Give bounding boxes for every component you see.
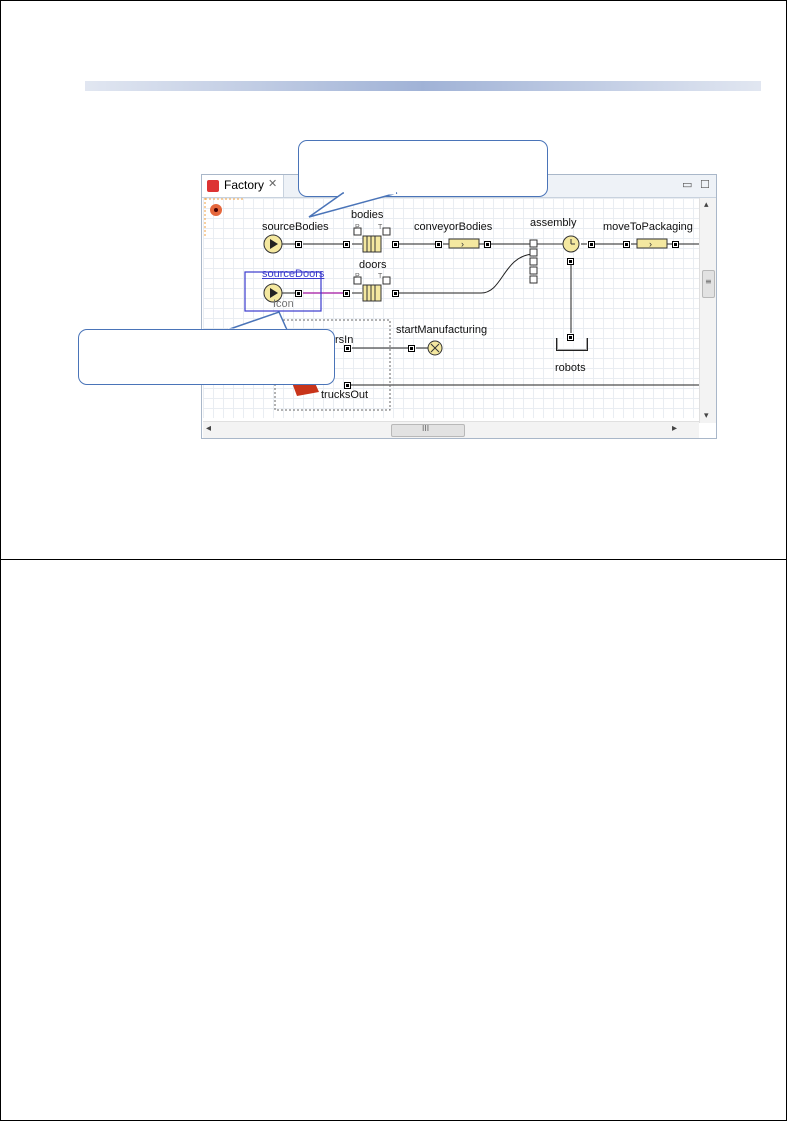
slide-top: Factory ✕ ▭ ☐	[0, 0, 787, 560]
vertical-scroll-thumb[interactable]: ≡	[702, 270, 715, 298]
port[interactable]	[392, 241, 399, 248]
header-gradient-bar	[85, 81, 761, 91]
queue-bodies[interactable]	[353, 227, 391, 253]
source-sourcebodies[interactable]	[263, 234, 283, 254]
port[interactable]	[295, 290, 302, 297]
port[interactable]	[344, 345, 351, 352]
callout-left	[78, 329, 335, 385]
label-robots: robots	[555, 362, 586, 374]
port[interactable]	[392, 290, 399, 297]
label-icon: Icon	[273, 298, 294, 310]
minimize-icon[interactable]: ▭	[682, 178, 693, 191]
editor-window: Factory ✕ ▭ ☐	[201, 174, 717, 439]
resource-robots[interactable]	[556, 338, 588, 351]
port[interactable]	[435, 241, 442, 248]
port[interactable]	[344, 382, 351, 389]
conveyor-conveyorbodies[interactable]: ›	[448, 238, 480, 249]
port[interactable]	[588, 241, 595, 248]
close-icon[interactable]: ✕	[268, 177, 278, 190]
model-canvas[interactable]: › ›	[203, 198, 699, 418]
maximize-icon[interactable]: ☐	[700, 178, 710, 191]
flowchart-svg: › ›	[204, 198, 699, 411]
scroll-right-icon[interactable]: ▸	[671, 423, 677, 434]
port[interactable]	[567, 258, 574, 265]
port[interactable]	[343, 290, 350, 297]
selection-box	[244, 271, 322, 312]
label-port-p: P	[355, 224, 360, 231]
label-conveyorbodies: conveyorBodies	[414, 221, 493, 233]
port[interactable]	[484, 241, 491, 248]
horizontal-scrollbar[interactable]: ◂ III ▸	[203, 421, 699, 438]
slide-bottom	[0, 560, 787, 1121]
label-bodies: bodies	[351, 209, 384, 221]
scroll-down-icon[interactable]: ▾	[704, 411, 709, 421]
label-port-p-doors: P	[355, 273, 360, 280]
sink-startmanufacturing[interactable]	[427, 340, 443, 356]
label-doors: doors	[359, 259, 387, 271]
label-port-t-doors: T	[378, 273, 383, 280]
connectors	[278, 243, 699, 386]
source-sourcedoors[interactable]	[263, 283, 283, 303]
label-assembly: assembly	[530, 217, 577, 229]
vertical-scrollbar[interactable]: ▴ ≡ ▾	[699, 198, 716, 423]
label-sourcebodies: sourceBodies	[262, 221, 329, 233]
conveyor-movetopackaging[interactable]: ›	[636, 238, 668, 249]
svg-text:›: ›	[461, 239, 464, 249]
port[interactable]	[567, 334, 574, 341]
scroll-left-icon[interactable]: ◂	[206, 423, 212, 434]
port[interactable]	[623, 241, 630, 248]
callout-top	[298, 140, 548, 197]
scroll-up-icon[interactable]: ▴	[704, 200, 709, 210]
anylogic-model-icon	[207, 180, 219, 192]
label-startmanufacturing: startManufacturing	[396, 324, 488, 336]
port[interactable]	[343, 241, 350, 248]
horizontal-scroll-thumb[interactable]: III	[391, 424, 465, 437]
port[interactable]	[295, 241, 302, 248]
tab-factory[interactable]: Factory ✕	[202, 175, 284, 197]
label-movetopackaging: moveToPackaging	[603, 221, 693, 233]
queue-doors[interactable]	[353, 276, 391, 302]
port[interactable]	[672, 241, 679, 248]
label-sourcedoors: sourceDoors	[262, 268, 325, 280]
scroll-grip-icon: ≡	[705, 277, 712, 286]
assembler-assembly[interactable]	[529, 235, 580, 284]
tab-label: Factory	[224, 178, 265, 192]
scroll-grip-icon: III	[422, 424, 430, 433]
port[interactable]	[408, 345, 415, 352]
label-trucksout: trucksOut	[321, 389, 369, 401]
svg-text:›: ›	[649, 239, 652, 249]
label-port-t: T	[378, 224, 383, 231]
